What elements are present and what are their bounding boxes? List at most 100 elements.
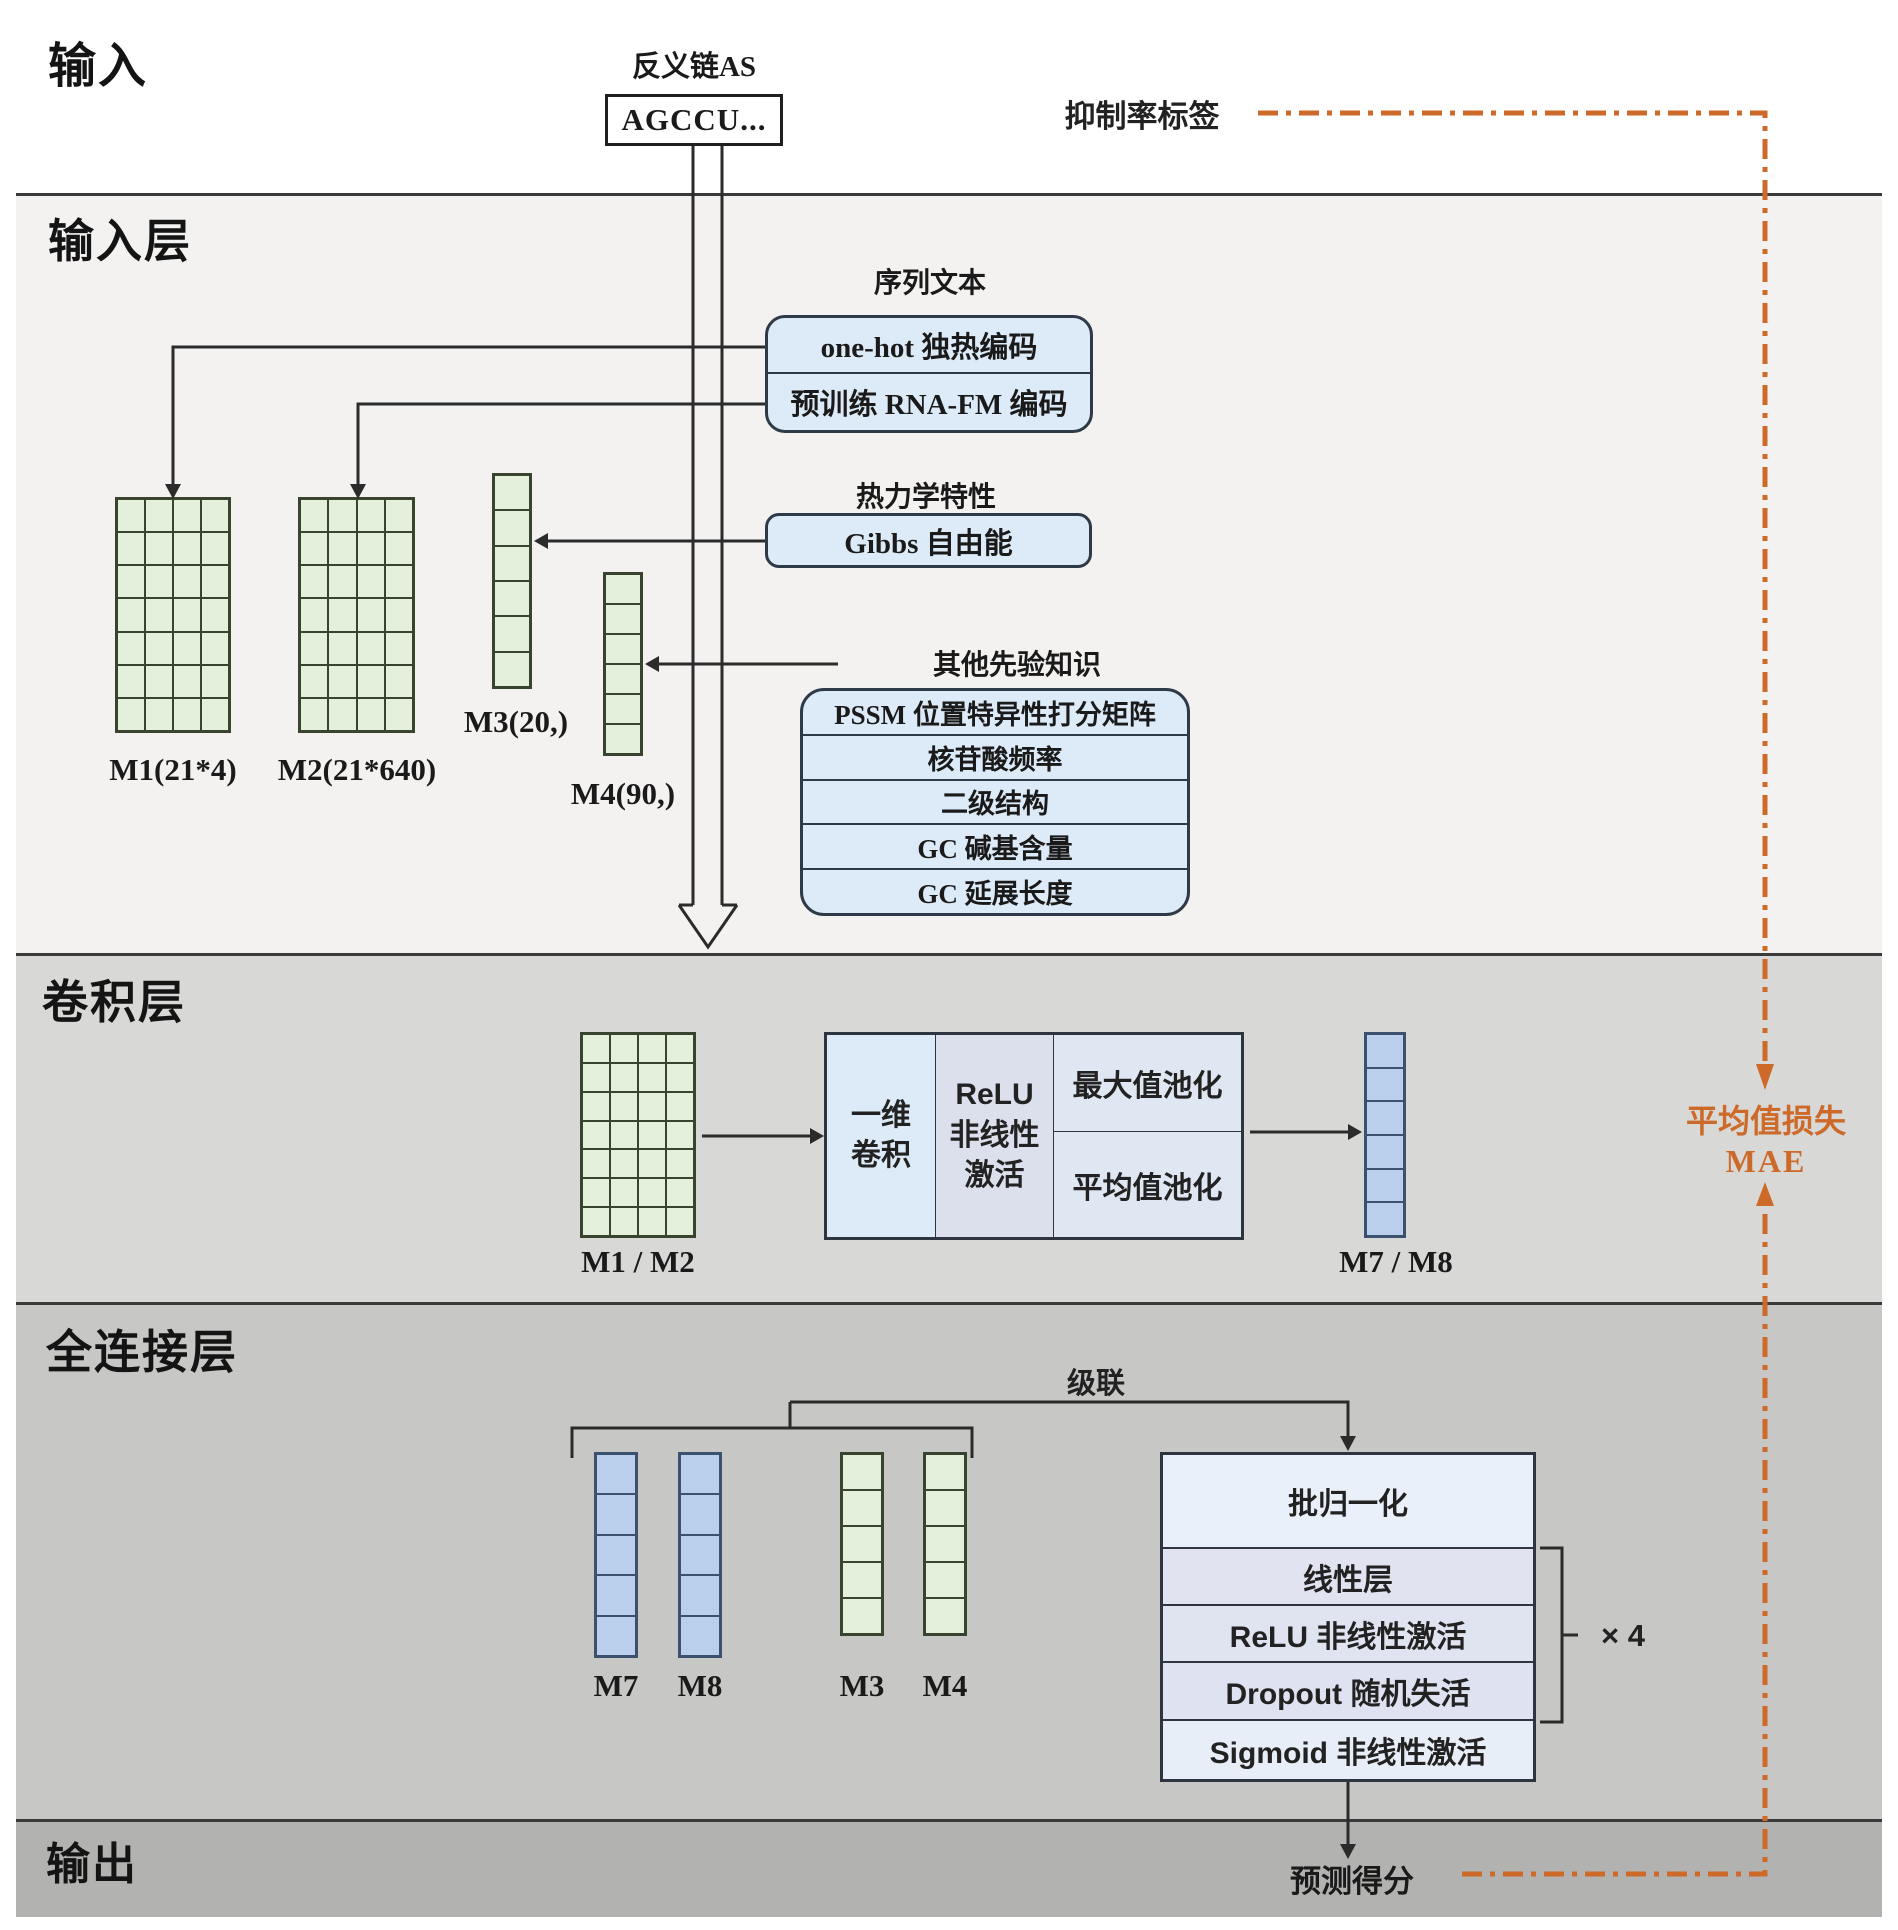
matrix-cell [201,532,229,566]
matrix-cell [666,1034,694,1063]
matrix-cell [494,510,530,546]
matrix-cell [384,664,413,698]
matrix-cell [145,532,173,566]
sequence-text-label: 序列文本 [873,268,986,299]
encoding-box: one-hot 独热编码 预训练 RNA-FM 编码 [765,315,1093,433]
conv-output-label: M7 / M8 [1339,1244,1453,1279]
concat-label: 级联 [1066,1368,1125,1400]
matrix-cell [145,631,173,665]
matrix-m2-label: M2(21*640) [277,752,437,787]
matrix-cell [494,475,530,511]
matrix-cell [173,565,201,599]
title-input: 输入 [48,40,149,93]
matrix-cell [173,598,201,632]
mae-loss-label-line1: 平均值损失 [1685,1103,1846,1139]
maxpool-section: 最大值池化 [1054,1032,1244,1134]
title-input-layer: 输入层 [48,215,192,267]
matrix-cell [356,532,385,566]
matrix-cell [638,1062,666,1092]
matrix-cell [300,664,329,698]
dropout-row: Dropout 随机失活 [1163,1663,1533,1721]
matrix-cell [610,1149,638,1179]
matrix-cell [117,631,145,665]
matrix-cell [1366,1101,1404,1135]
matrix-cell [638,1034,666,1063]
matrix-cell [596,1575,636,1616]
sigmoid-row: Sigmoid 非线性激活 [1163,1721,1533,1779]
matrix-cell [582,1062,610,1092]
band-input [16,16,1882,193]
matrix-cell [117,532,145,566]
matrix-cell [582,1149,610,1179]
matrix-cell [201,598,229,632]
matrix-cell [328,565,357,599]
matrix-cell [145,565,173,599]
onehot-encoding-row: one-hot 独热编码 [768,318,1090,374]
matrix-cell [925,1490,965,1526]
fc-m7-label: M7 [593,1668,639,1703]
matrix-cell [328,598,357,632]
linear-row: 线性层 [1163,1549,1533,1606]
fc-m4-label: M4 [922,1668,968,1703]
mae-loss-label-line2: MAE [1725,1142,1807,1179]
matrix-cell [1366,1202,1404,1236]
matrix-cell [610,1207,638,1236]
matrix-cell [605,604,641,634]
matrix-cell [300,631,329,665]
matrix-cell [328,499,357,533]
matrix-cell [638,1207,666,1236]
thermodynamic-label: 热力学特性 [855,482,996,513]
matrix-cell [1366,1168,1404,1203]
fc-stack-box: 批归一化 线性层 ReLU 非线性激活 Dropout 随机失活 Sigmoid… [1160,1452,1536,1782]
matrix-cell [610,1062,638,1092]
matrix-cell [328,697,357,731]
matrix-cell [145,598,173,632]
matrix-cell [680,1575,720,1616]
matrix-cell [328,532,357,566]
matrix-m2 [298,497,415,733]
matrix-cell [638,1149,666,1179]
matrix-cell [638,1120,666,1150]
matrix-cell [300,697,329,731]
matrix-m4-label: M4(90,) [570,776,676,811]
title-fc-layer: 全连接层 [46,1326,238,1378]
matrix-m3 [492,473,532,689]
matrix-cell [494,616,530,652]
matrix-cell [356,697,385,731]
matrix-cell [201,565,229,599]
matrix-cell [666,1149,694,1179]
prior-knowledge-label: 其他先验知识 [932,650,1101,681]
matrix-cell [356,499,385,533]
matrix-cell [666,1062,694,1092]
matrix-cell [666,1091,694,1121]
sequence-box: AGCCU... [605,94,783,146]
matrix-cell [117,697,145,731]
matrix-cell [610,1120,638,1150]
matrix-cell [605,664,641,694]
matrix-cell [680,1454,720,1495]
matrix-cell [680,1494,720,1535]
matrix-cell [117,664,145,698]
matrix-cell [173,664,201,698]
matrix-cell [610,1178,638,1208]
matrix-cell [173,697,201,731]
matrix-cell [842,1598,882,1634]
matrix-cell [605,634,641,664]
matrix-cell [384,565,413,599]
matrix-cell [1366,1067,1404,1102]
fc-m3-label: M3 [839,1668,885,1703]
gibbs-box: Gibbs 自由能 [765,513,1092,568]
matrix-cell [842,1454,882,1490]
matrix-cell [842,1526,882,1562]
matrix-cell [300,499,329,533]
matrix-cell [582,1178,610,1208]
matrix-cell [680,1534,720,1576]
matrix-cell [173,631,201,665]
matrix-cell [638,1178,666,1208]
matrix-cell [300,565,329,599]
matrix-cell [1366,1135,1404,1169]
matrix-cell [680,1615,720,1656]
prior-item-gc-stretch: GC 延展长度 [917,879,1073,910]
prior-item-gc-content: GC 碱基含量 [803,825,1187,871]
relu-row: ReLU 非线性激活 [1163,1606,1533,1663]
